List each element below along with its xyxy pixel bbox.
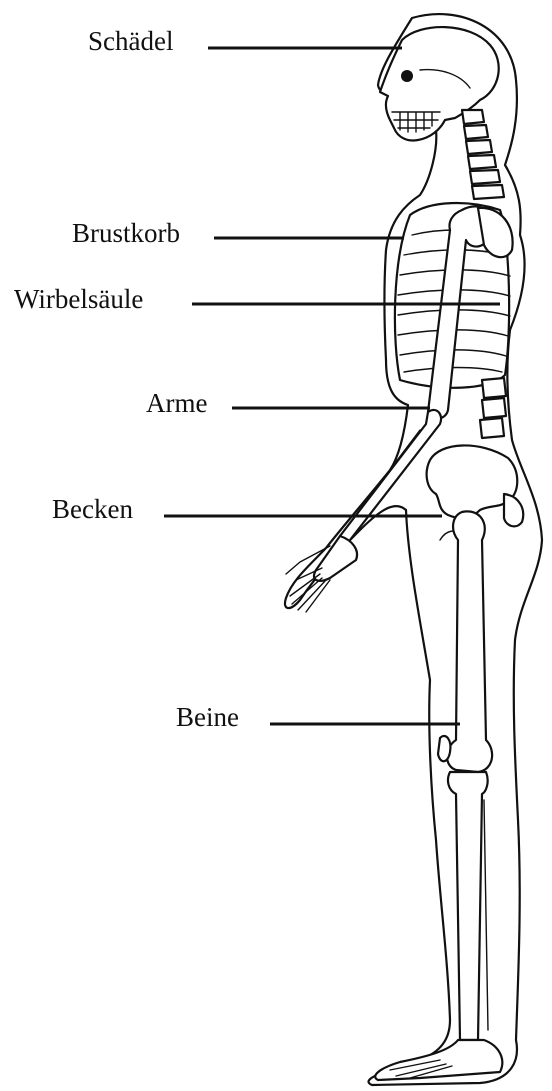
skull — [380, 27, 499, 140]
label-arms: Arme — [146, 390, 207, 417]
fibula — [484, 800, 488, 1030]
label-pelvis: Becken — [52, 496, 133, 523]
hand — [286, 536, 357, 612]
label-skull: Schädel — [88, 28, 173, 55]
tibia — [448, 772, 488, 1040]
label-legs: Beine — [176, 704, 239, 731]
femur — [447, 511, 492, 772]
eye-socket — [401, 70, 413, 82]
cervical-spine — [462, 110, 504, 199]
label-spine: Wirbelsäule — [14, 286, 143, 313]
label-ribcage: Brustkorb — [72, 220, 180, 247]
lumbar-spine — [480, 378, 506, 438]
knee-cap — [438, 736, 450, 761]
